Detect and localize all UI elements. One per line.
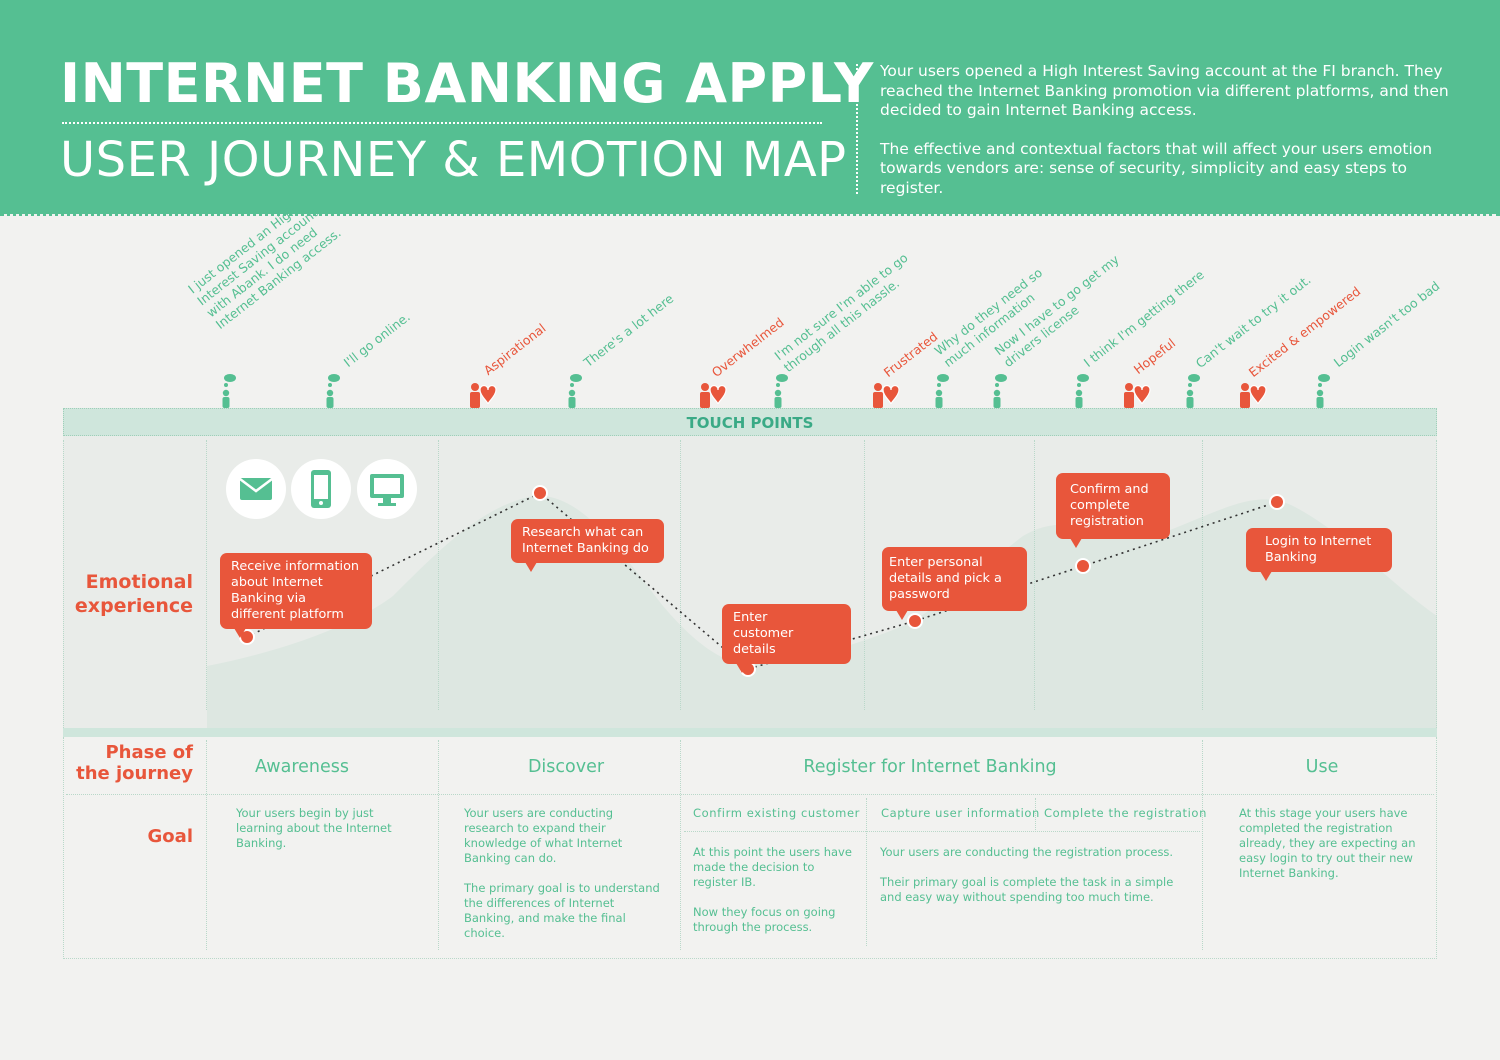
goal-capture-text-2: Their primary goal is complete the task … xyxy=(880,875,1174,904)
column-divider xyxy=(1035,798,1036,830)
section-band xyxy=(63,728,1437,737)
header-separator xyxy=(856,64,858,194)
header-divider xyxy=(0,213,1500,216)
outer-divider xyxy=(1436,440,1437,730)
page-title: INTERNET BANKING APPLY xyxy=(60,52,874,115)
subphase-complete: Complete the registration xyxy=(1044,806,1207,820)
row-label-phase: Phase of the journey xyxy=(76,742,193,784)
journey-point xyxy=(532,485,548,501)
goal-discover-text-1: Your users are conducting research to ex… xyxy=(464,806,623,865)
touch-points-label: TOUCH POINTS xyxy=(686,414,814,432)
intro-text: Your users opened a High Interest Saving… xyxy=(880,62,1450,217)
intro-paragraph-1: Your users opened a High Interest Saving… xyxy=(880,62,1449,119)
column-divider xyxy=(206,740,207,950)
column-divider xyxy=(206,440,207,710)
goal-confirm: At this point the users have made the de… xyxy=(693,845,855,950)
column-divider xyxy=(680,740,681,950)
goal-confirm-text-1: At this point the users have made the de… xyxy=(693,845,852,889)
row-divider xyxy=(684,831,1200,832)
phase-use: Use xyxy=(1305,757,1339,777)
outer-divider xyxy=(63,737,64,959)
journey-point xyxy=(1075,558,1091,574)
envelope-icon xyxy=(226,459,286,519)
goal-discover-text-2: The primary goal is to understand the di… xyxy=(464,881,660,940)
column-divider xyxy=(1034,440,1035,710)
goal-capture-text-1: Your users are conducting the registrati… xyxy=(880,845,1174,859)
callout-customer-details: Enter customer details xyxy=(722,604,851,673)
row-divider xyxy=(66,794,1434,795)
row-label-emotional: Emotional experience xyxy=(74,571,193,617)
outer-divider xyxy=(1436,737,1437,959)
column-divider xyxy=(1202,740,1203,950)
column-divider xyxy=(864,440,865,710)
row-label-goal: Goal xyxy=(147,826,193,847)
phase-register: Register for Internet Banking xyxy=(803,757,1057,777)
goal-use: At this stage your users have completed … xyxy=(1239,806,1419,896)
phase-awareness: Awareness xyxy=(255,757,349,777)
phone-icon xyxy=(291,459,351,519)
journey-point xyxy=(1269,494,1285,510)
header-banner xyxy=(0,0,1500,214)
callout-confirm: Confirm and complete registration xyxy=(1056,473,1170,548)
callout-login: Login to Internet Banking xyxy=(1246,528,1392,581)
intro-paragraph-2: The effective and contextual factors tha… xyxy=(880,139,1433,197)
outer-divider xyxy=(63,440,64,730)
row-divider xyxy=(63,958,1437,959)
column-divider xyxy=(680,440,681,710)
phase-discover: Discover xyxy=(527,757,605,777)
goal-confirm-text-2: Now they focus on going through the proc… xyxy=(693,905,836,934)
goal-discover: Your users are conducting research to ex… xyxy=(464,806,664,956)
goal-use-text: At this stage your users have completed … xyxy=(1239,806,1416,880)
column-divider xyxy=(438,740,439,950)
page-subtitle: USER JOURNEY & EMOTION MAP xyxy=(60,132,847,188)
subphase-confirm: Confirm existing customer xyxy=(693,806,860,820)
subphase-capture: Capture user information xyxy=(881,806,1040,820)
callout-personal-details: Enter personal details and pick a passwo… xyxy=(882,547,1027,620)
column-divider xyxy=(866,798,867,946)
column-divider xyxy=(438,440,439,710)
goal-capture: Your users are conducting the registrati… xyxy=(880,845,1195,920)
callout-research: Research what can Internet Banking do xyxy=(511,519,664,572)
journey-point xyxy=(907,613,923,629)
goal-awareness: Your users begin by just learning about … xyxy=(236,806,406,866)
touch-points-bar: TOUCH POINTS xyxy=(63,408,1437,436)
callout-receive-info: Receive information about Internet Banki… xyxy=(220,553,372,638)
monitor-icon xyxy=(357,459,417,519)
column-divider xyxy=(1202,440,1203,710)
goal-awareness-text: Your users begin by just learning about … xyxy=(236,806,392,850)
title-divider xyxy=(62,122,822,124)
